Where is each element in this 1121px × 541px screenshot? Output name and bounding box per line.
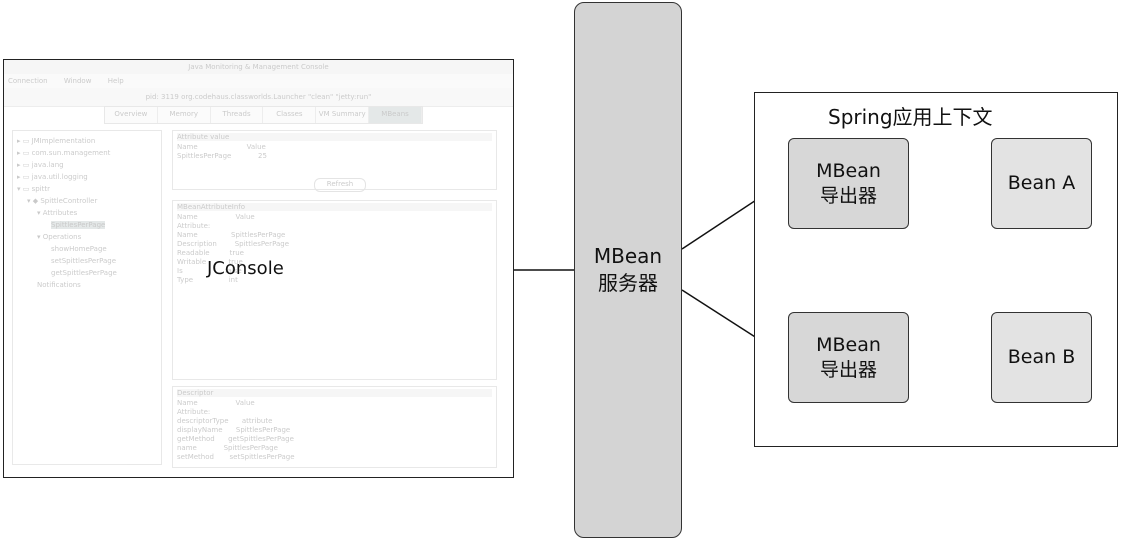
jconsole-screenshot: Java Monitoring & Management Console Con… — [3, 59, 514, 478]
bean-b-label: Bean B — [1007, 346, 1076, 368]
mbean-server-label: MBean 服务器 — [574, 243, 682, 297]
bean-a-node: Bean A — [991, 138, 1092, 229]
panel-row: name SpittlesPerPage — [177, 444, 278, 452]
tree-item[interactable]: showHomePage — [51, 245, 107, 253]
panel-row: Attribute: — [177, 222, 211, 230]
panel-row: descriptorType attribute — [177, 417, 273, 425]
tree-item[interactable]: ▸ ▭ com.sun.management — [17, 149, 111, 157]
panel-title: Attribute value — [177, 133, 492, 141]
attribute-value-panel: Attribute value Name Value SpittlesPerPa… — [172, 130, 497, 190]
tree-item[interactable]: ▾ ▭ spittr — [17, 185, 50, 193]
panel-row: Name Value — [177, 213, 255, 221]
panel-row: Attribute: — [177, 408, 211, 416]
tree-item[interactable]: ▾ ◆ SpittleController — [27, 197, 98, 205]
tab-classes[interactable]: Classes — [263, 107, 317, 123]
jconsole-menu-bar: Connection Window Help — [4, 74, 513, 89]
jconsole-connection-bar: pid: 3119 org.codehaus.classworlds.Launc… — [4, 88, 513, 107]
mbean-exporter-b-node: MBean 导出器 — [788, 312, 909, 403]
tab-threads[interactable]: Threads — [211, 107, 264, 123]
panel-title: Descriptor — [177, 389, 492, 397]
panel-row: displayName SpittlesPerPage — [177, 426, 291, 434]
panel-row: setMethod setSpittlesPerPage — [177, 453, 295, 461]
panel-row: Name Value — [177, 399, 255, 407]
tree-item[interactable]: SpittlesPerPage — [51, 221, 106, 229]
tree-item[interactable]: ▸ ▭ JMImplementation — [17, 137, 96, 145]
tree-item[interactable]: ▾ Attributes — [37, 209, 78, 217]
panel-row: SpittlesPerPage 25 — [177, 152, 267, 160]
mbean-server-node — [574, 2, 682, 538]
panel-title: MBeanAttributeInfo — [177, 203, 492, 211]
tree-item[interactable]: ▸ ▭ java.util.logging — [17, 173, 88, 181]
descriptor-panel: Descriptor Name Value Attribute: descrip… — [172, 386, 497, 468]
exporter-b-line2: 导出器 — [819, 358, 877, 381]
tree-item[interactable]: getSpittlesPerPage — [51, 269, 117, 277]
jconsole-tab-bar: Overview Memory Threads Classes VM Summa… — [104, 106, 423, 124]
spring-context-title: Spring应用上下文 — [828, 105, 993, 129]
exporter-a-line1: MBean — [816, 159, 881, 182]
tab-mbeans[interactable]: MBeans — [369, 107, 422, 123]
mbean-tree: ▸ ▭ JMImplementation ▸ ▭ com.sun.managem… — [12, 130, 162, 465]
jconsole-label: JConsole — [207, 258, 284, 279]
exporter-b-line1: MBean — [816, 333, 881, 356]
panel-row: Writable true — [177, 258, 243, 266]
tree-item[interactable]: Notifications — [37, 281, 81, 289]
tab-memory[interactable]: Memory — [158, 107, 211, 123]
jconsole-title-bar: Java Monitoring & Management Console — [4, 60, 513, 75]
tab-vm-summary[interactable]: VM Summary — [316, 107, 370, 123]
server-label-line2: 服务器 — [598, 271, 658, 295]
panel-row: getMethod getSpittlesPerPage — [177, 435, 294, 443]
bean-b-node: Bean B — [991, 312, 1092, 403]
server-label-line1: MBean — [593, 244, 663, 268]
panel-row: Name Value — [177, 143, 266, 151]
tree-item[interactable]: ▸ ▭ java.lang — [17, 161, 64, 169]
panel-row: Readable true — [177, 249, 244, 257]
panel-row: Name SpittlesPerPage — [177, 231, 286, 239]
tree-item[interactable]: ▾ Operations — [37, 233, 82, 241]
tree-item[interactable]: setSpittlesPerPage — [51, 257, 117, 265]
menu-help[interactable]: Help — [107, 77, 124, 85]
panel-row: Type int — [177, 276, 238, 284]
menu-connection[interactable]: Connection — [8, 77, 48, 85]
panel-row: Is false — [177, 267, 242, 275]
jconsole-window: Java Monitoring & Management Console Con… — [4, 60, 513, 477]
exporter-a-line2: 导出器 — [819, 184, 877, 207]
menu-window[interactable]: Window — [63, 77, 92, 85]
refresh-button[interactable]: Refresh — [314, 178, 366, 192]
panel-row: Description SpittlesPerPage — [177, 240, 290, 248]
bean-a-label: Bean A — [1007, 172, 1076, 194]
tab-overview[interactable]: Overview — [105, 107, 158, 123]
mbean-exporter-a-node: MBean 导出器 — [788, 138, 909, 229]
attribute-info-panel: MBeanAttributeInfo Name Value Attribute:… — [172, 200, 497, 380]
